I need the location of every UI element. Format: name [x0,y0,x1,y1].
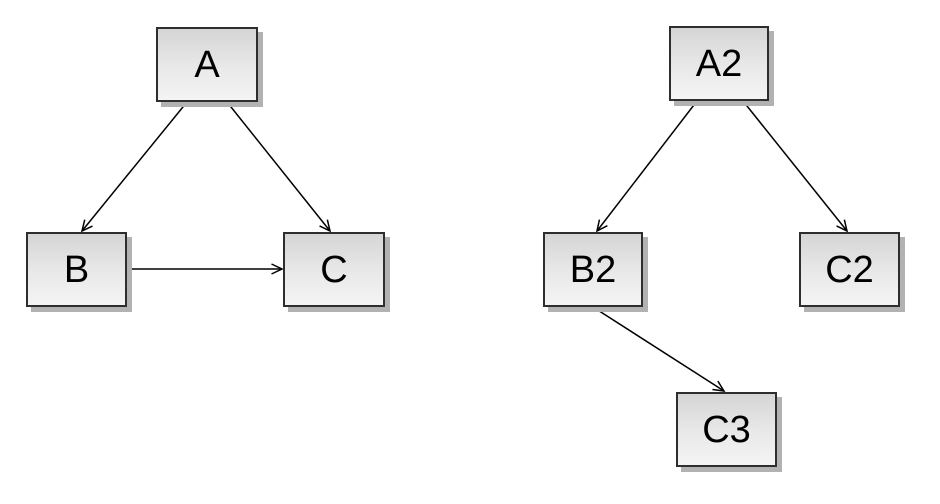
node-C: C [283,232,385,307]
node-A2: A2 [669,26,769,101]
node-C3: C3 [676,392,777,467]
node-A2-label: A2 [695,42,743,85]
node-C2-label: C2 [825,248,874,291]
node-C-label: C [320,248,348,291]
node-B: B [26,232,127,307]
node-B-label: B [63,248,90,291]
node-B2: B2 [543,232,643,307]
node-A-label: A [194,43,220,86]
node-A: A [156,27,258,102]
node-C2: C2 [799,232,900,307]
node-C3-label: C3 [702,408,751,451]
node-B2-label: B2 [569,248,617,291]
